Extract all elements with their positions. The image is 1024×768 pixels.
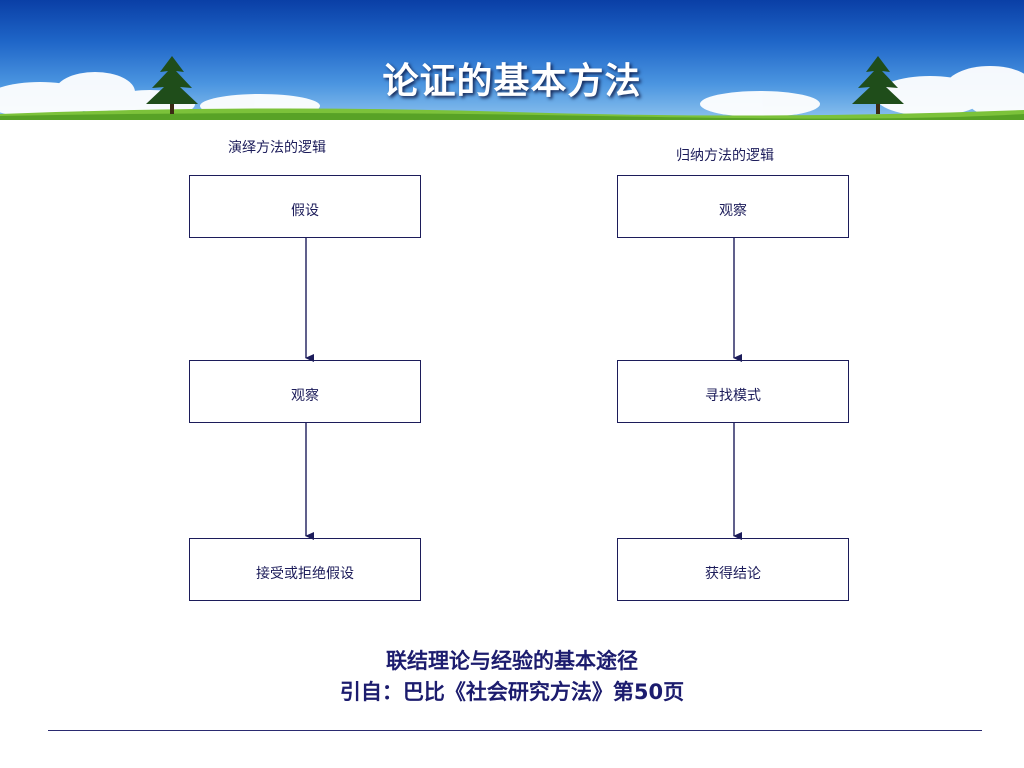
sky-background-image	[0, 56, 1024, 120]
deductive-step-observation: 观察	[189, 360, 421, 423]
footer-divider	[48, 730, 982, 731]
header-banner: 论证的基本方法	[0, 0, 1024, 120]
slide-title: 论证的基本方法	[382, 61, 642, 102]
inductive-step-label: 获得结论	[705, 566, 761, 582]
deductive-step-hypothesis: 假设	[189, 175, 421, 238]
inductive-step-label: 观察	[719, 203, 747, 219]
inductive-step-observation: 观察	[617, 175, 849, 238]
deductive-column-title: 演绎方法的逻辑	[228, 140, 326, 156]
deductive-step-accept-reject: 接受或拒绝假设	[189, 538, 421, 601]
deductive-step-label: 观察	[291, 388, 319, 404]
inductive-step-label: 寻找模式	[705, 388, 761, 404]
inductive-column-title: 归纳方法的逻辑	[676, 148, 774, 164]
inductive-step-find-pattern: 寻找模式	[617, 360, 849, 423]
tree-left-icon	[146, 56, 198, 114]
caption-line-1: 联结理论与经验的基本途径	[386, 649, 638, 673]
inductive-step-conclusion: 获得结论	[617, 538, 849, 601]
deductive-step-label: 假设	[291, 203, 319, 219]
deductive-step-label: 接受或拒绝假设	[256, 566, 354, 582]
tree-right-icon	[852, 56, 904, 114]
caption-line-2: 引自：巴比《社会研究方法》第50页	[339, 680, 685, 704]
